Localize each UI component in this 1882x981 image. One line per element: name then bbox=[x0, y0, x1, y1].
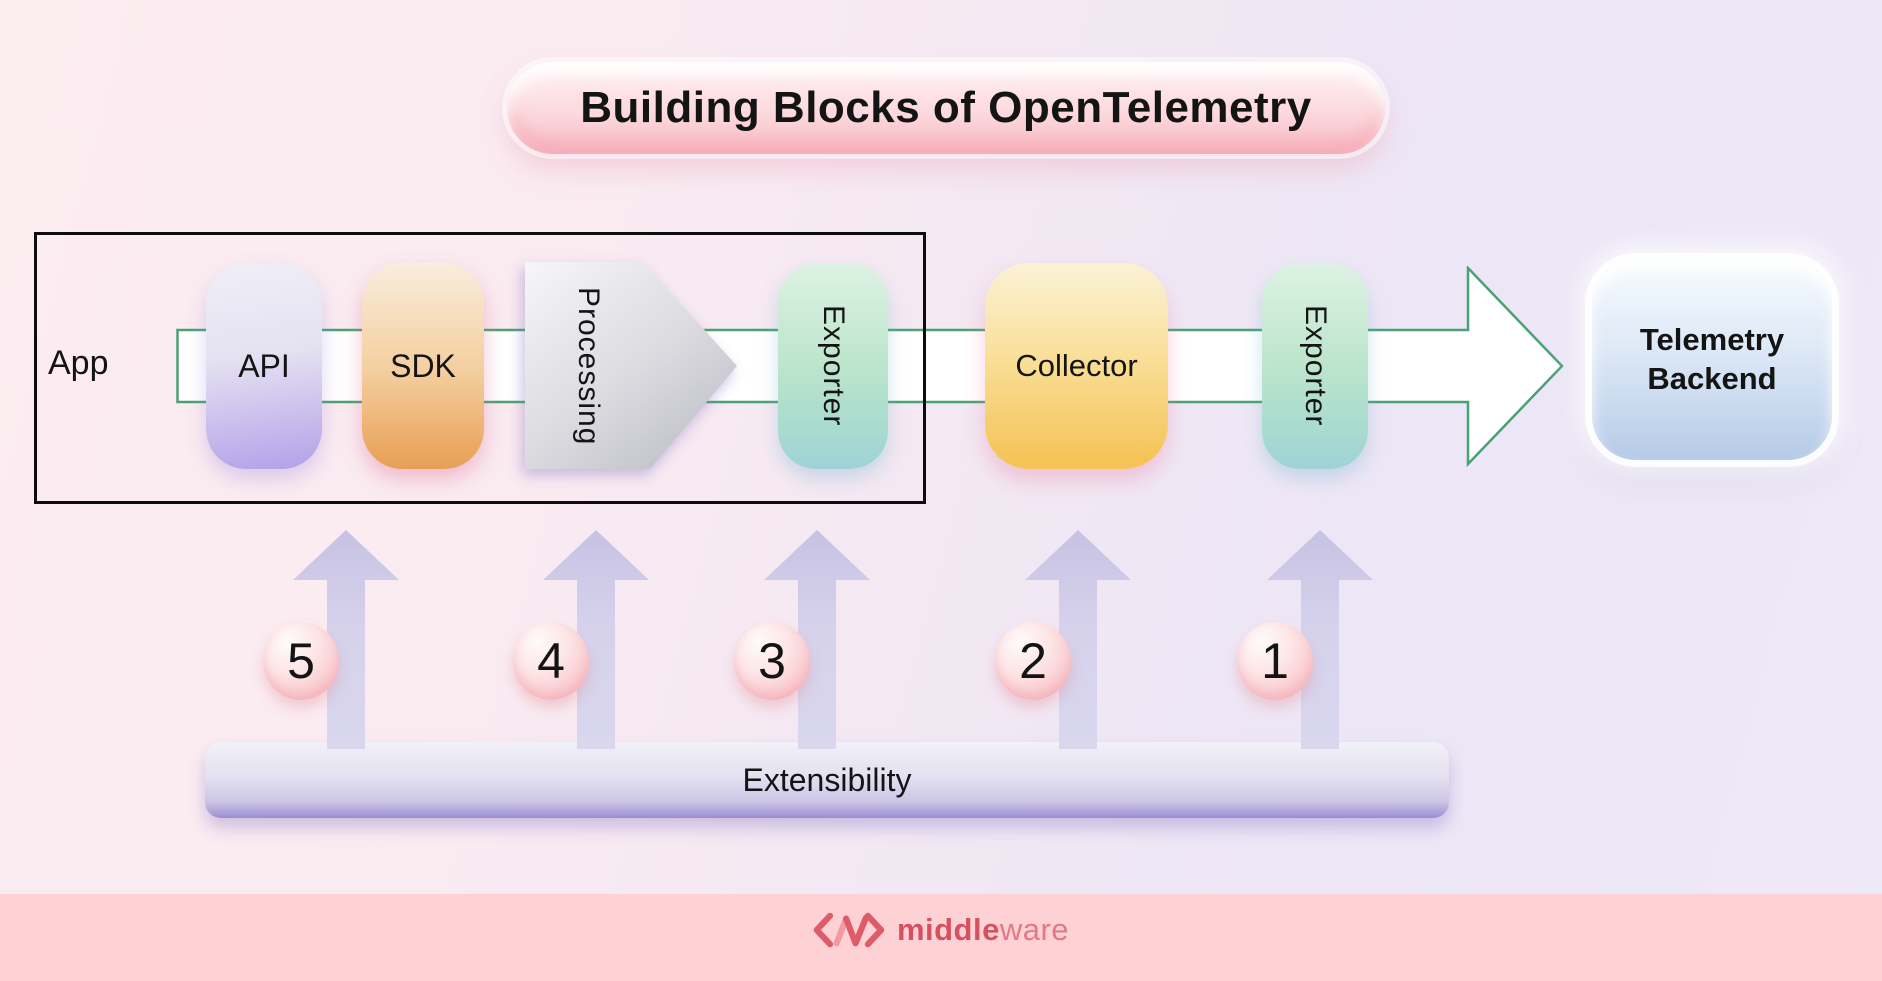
up-arrow-4 bbox=[543, 530, 649, 749]
extensibility-bar: Extensibility bbox=[205, 742, 1449, 818]
brand-wordmark: middleware bbox=[897, 912, 1069, 948]
step-badge-1: 1 bbox=[1237, 622, 1313, 700]
brand-middle: middle bbox=[896, 912, 1000, 947]
title-banner: Building Blocks of OpenTelemetry bbox=[507, 62, 1385, 154]
extensibility-label: Extensibility bbox=[742, 761, 912, 798]
block-api: API bbox=[206, 263, 322, 469]
processing-pentagon-shape bbox=[525, 262, 737, 469]
block-processing: Processing bbox=[520, 258, 746, 474]
api-label: API bbox=[238, 347, 290, 384]
step-badge-2: 2 bbox=[995, 622, 1071, 700]
page-title: Building Blocks of OpenTelemetry bbox=[580, 83, 1312, 132]
up-arrow-5 bbox=[293, 530, 399, 749]
sdk-label: SDK bbox=[390, 347, 456, 384]
step-number: 3 bbox=[758, 633, 786, 689]
block-telemetry-backend: Telemetry Backend bbox=[1592, 260, 1832, 460]
step-number: 5 bbox=[287, 633, 315, 689]
brand-ware: ware bbox=[999, 912, 1070, 947]
step-number: 1 bbox=[1261, 633, 1289, 689]
step-number: 4 bbox=[537, 633, 565, 689]
block-sdk: SDK bbox=[362, 263, 484, 469]
up-arrow-1 bbox=[1267, 530, 1373, 749]
processing-label: Processing bbox=[572, 286, 605, 446]
collector-label: Collector bbox=[1015, 348, 1138, 383]
up-arrow-3 bbox=[764, 530, 870, 749]
step-badge-4: 4 bbox=[513, 622, 589, 700]
brand-logo: middleware bbox=[813, 908, 1069, 952]
footer-band bbox=[0, 894, 1882, 981]
step-badge-3: 3 bbox=[734, 622, 810, 700]
block-collector: Collector bbox=[985, 263, 1168, 469]
app-label: App bbox=[48, 344, 109, 382]
exporter-app-label: Exporter bbox=[817, 305, 850, 427]
telemetry-backend-label: Telemetry Backend bbox=[1639, 322, 1785, 396]
block-exporter-collector: Exporter bbox=[1262, 263, 1368, 469]
step-badge-5: 5 bbox=[263, 622, 339, 700]
up-arrow-2 bbox=[1025, 530, 1131, 749]
app-boundary-box bbox=[34, 232, 926, 504]
middleware-logomark-icon bbox=[813, 912, 885, 948]
block-exporter-app: Exporter bbox=[778, 263, 888, 469]
exporter-collector-label: Exporter bbox=[1299, 305, 1332, 427]
step-number: 2 bbox=[1019, 633, 1047, 689]
